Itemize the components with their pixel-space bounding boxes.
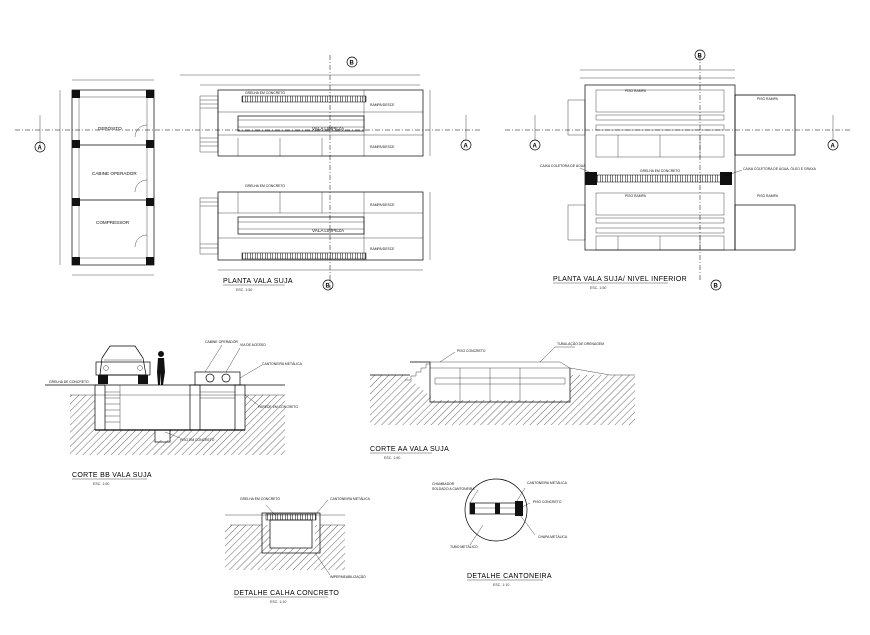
- room-cabine: CABINE OPERADOR: [92, 171, 137, 176]
- label-bb-cabine: CABINE OPERADOR: [205, 340, 239, 344]
- section-aa-scale: ESC. 1:50: [384, 456, 400, 460]
- label-vala-2: VALA LIMPEZA: [312, 228, 345, 233]
- detail-cantoneira: CHUMBADOR SOLDADO A CANTONEIRA CANTONEIR…: [432, 478, 568, 587]
- label-callout-left: CAIXA COLETORA DE ÁGUA: [540, 164, 586, 168]
- label-bb-grelha: GRELHA DE CONCRETO: [49, 380, 89, 384]
- label-grelha-bottom: GRELHA EM CONCRETO: [245, 184, 285, 188]
- label-ct-piso: PISO CONCRETO: [533, 500, 562, 504]
- detail-cantoneira-scale: ESC. 1:10: [493, 583, 509, 587]
- label-ct-tubo: TUBO METÁLICO: [450, 545, 478, 549]
- section-bb-scale: ESC. 1:50: [93, 482, 109, 486]
- label-rampa-2: RAMPA/DESCE: [370, 145, 395, 149]
- svg-text:A: A: [533, 144, 538, 150]
- section-aa-title: CORTE AA VALA SUJA: [370, 446, 449, 453]
- section-marker-b2-bottom: [710, 279, 722, 291]
- svg-text:A: A: [464, 144, 469, 150]
- plan-left: DEPÓSITO CABINE OPERADOR COMPRESSOR A A …: [15, 55, 480, 292]
- section-marker-b2-top: [694, 49, 706, 61]
- detail-calha-title: DETALHE CALHA CONCRETO: [234, 590, 339, 597]
- building-outline: [71, 89, 155, 266]
- label-bb-bottom: PISO EM CONCRETO: [180, 438, 215, 442]
- plan-right-scale: ESC. 1:50: [590, 286, 606, 290]
- label-calha-grelha: GRELHA EM CONCRETO: [240, 497, 280, 501]
- plan-left-scale: ESC. 1:50: [236, 288, 252, 292]
- room-deposito: DEPÓSITO: [98, 125, 122, 131]
- car-figure: [95, 345, 151, 384]
- detail-calha: GRELHA EM CONCRETO CANTONEIRA METÁLICA I…: [225, 497, 371, 604]
- svg-text:A: A: [831, 144, 836, 150]
- label-piso-1: PISO RAMPA: [625, 89, 647, 93]
- label-aa-piso: PISO CONCRETO: [457, 349, 486, 353]
- section-marker-b-bottom: [322, 279, 334, 291]
- label-aa-tubo: TUBULAÇÃO DE DRENAGEM: [557, 341, 604, 346]
- svg-text:B: B: [326, 284, 331, 290]
- label-ct-chapa: CHAPA METÁLICA: [538, 535, 568, 539]
- label-grelha-top: GRELHA EM CONCRETO: [245, 91, 285, 95]
- person-figure: [157, 351, 165, 385]
- label-rampa-4: RAMPA/DESCE: [370, 247, 395, 251]
- label-callout-right: CAIXA COLETORA DE ÁGUA, ÓLEO E GRAXA: [743, 166, 817, 171]
- detail-cantoneira-title: DETALHE CANTONEIRA: [467, 573, 552, 580]
- section-marker-a2-left: [529, 139, 541, 151]
- label-grelha-right: GRELHA EM CONCRETO: [640, 169, 680, 173]
- svg-text:A: A: [38, 146, 43, 152]
- section-aa: PISO CONCRETO TUBULAÇÃO DE DRENAGEM CORT…: [370, 341, 635, 460]
- label-piso-4: PISO RAMPA: [757, 194, 779, 198]
- section-bb-title: CORTE BB VALA SUJA: [72, 472, 152, 479]
- detail-calha-scale: ESC. 1:10: [270, 600, 286, 604]
- plan-left-title: PLANTA VALA SUJA: [223, 278, 293, 285]
- section-bb: GRELHA DE CONCRETO CABINE OPERADOR VIA D…: [45, 340, 303, 486]
- lower-level-outline: [584, 84, 736, 251]
- plan-right: A A B B: [505, 49, 850, 291]
- label-bb-cantoneira: CANTONEIRA METÁLICA: [262, 362, 303, 366]
- plan-right-title: PLANTA VALA SUJA/ NIVEL INFERIOR: [553, 276, 687, 283]
- room-compressor: COMPRESSOR: [96, 220, 130, 225]
- label-calha-imper: IMPERMEABILIZAÇÃO: [330, 574, 366, 579]
- label-bb-parede: PAREDE EM CONCRETO: [258, 405, 298, 409]
- detail-circle: [464, 478, 528, 542]
- grelha-upper: [241, 95, 367, 103]
- label-calha-cantoneira: CANTONEIRA METÁLICA: [330, 497, 371, 501]
- label-bb-via: VIA DE ACESSO: [240, 343, 266, 347]
- section-marker-a-left: [34, 141, 46, 153]
- label-rampa-3: RAMPA/DESCE: [370, 203, 395, 207]
- grelha-middle: [589, 174, 731, 183]
- label-piso-3: PISO RAMPA: [625, 194, 647, 198]
- label-ct-chumbador: CHUMBADOR: [432, 482, 455, 486]
- label-vala-1: VALA LIMPEZA: [312, 126, 345, 131]
- grelha-calha: [265, 513, 317, 521]
- svg-text:B: B: [350, 61, 355, 67]
- svg-text:B: B: [698, 54, 703, 60]
- svg-text:B: B: [714, 284, 719, 290]
- label-ct-cantoneira: CANTONEIRA METÁLICA: [527, 481, 568, 485]
- label-piso-2: PISO RAMPA: [757, 97, 779, 101]
- label-ct-soldado: SOLDADO A CANTONEIRA: [432, 487, 475, 491]
- grelha-lower: [241, 252, 367, 260]
- label-rampa-1: RAMPA/DESCE: [370, 103, 395, 107]
- section-marker-b-top: [346, 56, 358, 68]
